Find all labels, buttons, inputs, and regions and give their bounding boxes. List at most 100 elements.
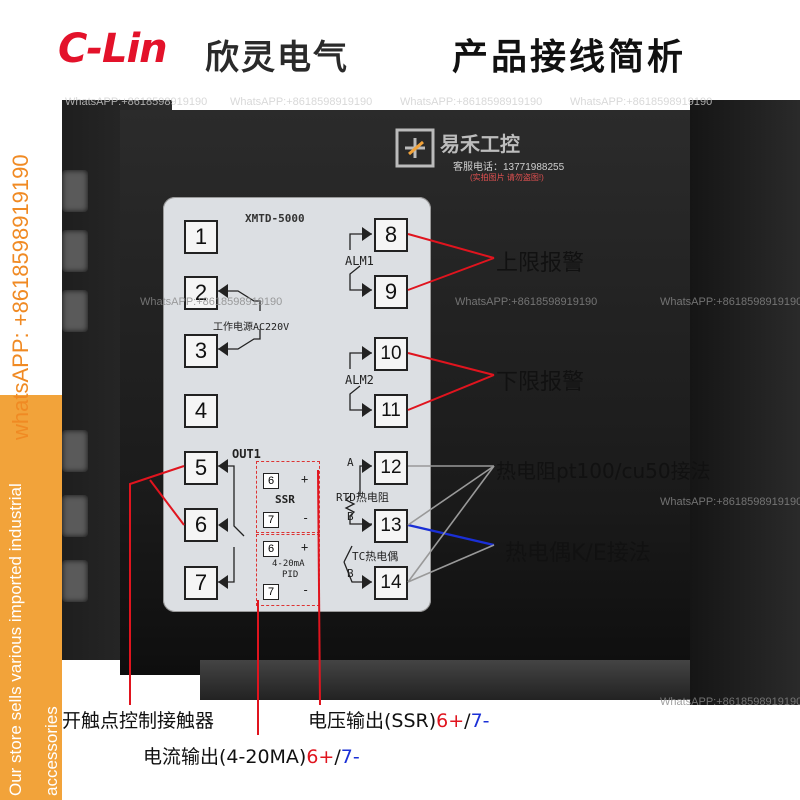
photo-note: (实拍图片 请勿盗图!) <box>470 173 544 182</box>
terminal-11: 11 <box>374 394 408 428</box>
arrowhead-icon <box>362 575 372 589</box>
terminal-12: 12 <box>374 451 408 485</box>
screw-terminal <box>62 495 88 537</box>
current-minus: 7- <box>340 746 360 768</box>
pid-current-label: 4-20mA <box>272 559 305 569</box>
voltage-output-label: 电压输出(SSR) <box>308 710 437 732</box>
annotation-tc-wiring: 热电偶K/E接法 <box>505 541 651 566</box>
alm2-line-10 <box>349 352 372 369</box>
watermark-text: WhatsAPP:+8618598919190 <box>660 496 800 508</box>
model-label: XMTD-5000 <box>245 212 305 225</box>
alm2-label: ALM2 <box>345 373 374 387</box>
rtd-label: RTD热电阻 <box>336 491 389 504</box>
terminal-9: 9 <box>374 275 408 309</box>
device-bottom-edge <box>200 660 690 700</box>
rtd-line-12 <box>359 465 372 496</box>
terminal-7: 7 <box>184 566 218 600</box>
terminal-4: 4 <box>184 394 218 428</box>
side-promo-band <box>0 395 62 800</box>
blue-pointer-line <box>407 523 495 547</box>
watermark-text: WhatsAPP:+8618598919190 <box>570 96 713 108</box>
arrowhead-icon <box>362 403 372 417</box>
side-store-text-line1: Our store sells various imported industr… <box>6 483 25 796</box>
ssr-option-box <box>256 461 320 533</box>
current-plus: 6+ <box>306 746 335 768</box>
annotation-contact-control: 开触点控制接触器 <box>62 710 215 732</box>
alm1-line-9 <box>349 265 372 291</box>
voltage-slash: / <box>464 710 471 732</box>
watermark-text: WhatsAPP:+8618598919190 <box>230 96 373 108</box>
alm1-line-8 <box>349 233 372 250</box>
screw-terminal <box>62 170 88 212</box>
arrowhead-icon <box>218 518 228 532</box>
voltage-minus: 7- <box>470 710 490 732</box>
arrowhead-icon <box>362 346 372 360</box>
voltage-plus: 6+ <box>436 710 465 732</box>
screw-terminal <box>62 430 88 472</box>
watermark-text: WhatsAPP:+8618598919190 <box>660 296 800 308</box>
watermark-text: WhatsAPP:+8618598919190 <box>455 296 598 308</box>
arrowhead-icon <box>218 342 228 356</box>
alm1-label: ALM1 <box>345 254 374 268</box>
terminal-8: 8 <box>374 218 408 252</box>
screw-terminal <box>62 230 88 272</box>
ssr-plus: + <box>301 472 309 486</box>
terminal-13: 13 <box>374 509 408 543</box>
arrowhead-icon <box>218 459 228 473</box>
tc-line-13 <box>343 545 353 563</box>
screw-terminal <box>62 290 88 332</box>
arrowhead-icon <box>362 518 372 532</box>
terminal-10: 10 <box>374 337 408 371</box>
page-title: 产品接线简析 <box>452 37 687 78</box>
watermark-text: WhatsAPP:+8618598919190 <box>660 696 800 708</box>
service-phone: 客服电话：13771988255 <box>453 162 565 173</box>
terminal-6: 6 <box>184 508 218 542</box>
annotation-current-output: 电流输出(4-20MA)6+/7- <box>143 742 360 769</box>
power-line-3 <box>218 329 261 350</box>
tc-line-14 <box>343 561 372 583</box>
annotation-upper-alarm: 上限报警 <box>496 251 585 276</box>
brand-logo: C-Lin <box>58 26 168 72</box>
terminal-14: 14 <box>374 566 408 600</box>
ssr-minus: - <box>302 511 310 525</box>
power-line-2 <box>218 290 261 311</box>
terminal-3: 3 <box>184 334 218 368</box>
pid-terminal-7: 7 <box>263 584 279 600</box>
arrowhead-icon <box>362 227 372 241</box>
grey-pointer-lines <box>407 465 495 583</box>
rtd-resistor <box>344 495 372 525</box>
pid-minus: - <box>302 583 310 597</box>
side-whatsapp-text: whatsAPP: +8618598919190 <box>8 154 33 440</box>
watermark-text: WhatsAPP:+8618598919190 <box>140 296 283 308</box>
ssr-label: SSR <box>275 493 295 506</box>
terminal-2: 2 <box>184 276 218 310</box>
side-store-text-line2: accessories <box>42 706 61 796</box>
ssr-terminal-6: 6 <box>263 473 279 489</box>
tc-label: TC热电偶 <box>352 550 399 563</box>
ssr-terminal-7: 7 <box>263 512 279 528</box>
arrowhead-icon <box>362 459 372 473</box>
power-label: 工作电源AC220V <box>213 322 290 333</box>
out1-label: OUT1 <box>232 447 261 461</box>
terminal-5: 5 <box>184 451 218 485</box>
rtd-a-label: A <box>347 456 354 469</box>
annotation-voltage-output: 电压输出(SSR)6+/7- <box>308 706 490 733</box>
pid-terminal-6: 6 <box>263 541 279 557</box>
screw-terminal <box>62 560 88 602</box>
terminal-arrowheads <box>218 227 372 589</box>
watermark-text: WhatsAPP:+8618598919190 <box>400 96 543 108</box>
current-slash: / <box>334 746 341 768</box>
pid-label: PID <box>282 570 299 580</box>
alm2-line-11 <box>349 385 372 411</box>
red-pointer-lines <box>129 233 495 735</box>
arrowhead-icon <box>362 283 372 297</box>
pid-plus: + <box>301 540 309 554</box>
brand-name: 欣灵电气 <box>205 38 349 78</box>
watermark-text: WhatsAPP:+8618598919190 <box>65 96 208 108</box>
store-logo-icon <box>395 128 435 168</box>
tc-b-label: B <box>347 567 354 580</box>
current-output-label: 电流输出(4-20MA) <box>143 746 307 768</box>
arrowhead-icon <box>218 575 228 589</box>
store-name: 易禾工控 <box>440 132 520 156</box>
